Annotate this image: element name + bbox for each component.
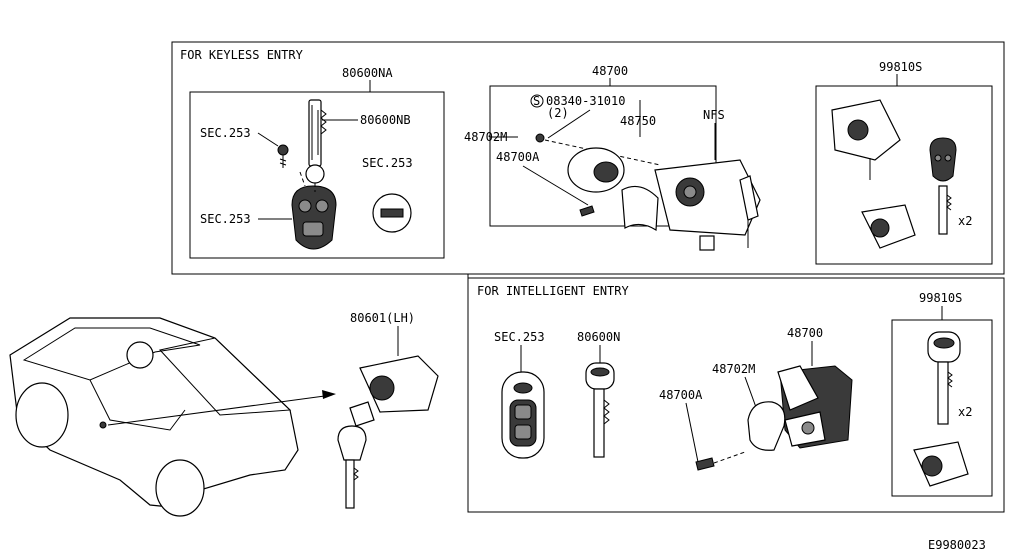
door-lock-cylinder-icon (337, 355, 439, 509)
key-set-bottom-icon (913, 331, 969, 487)
label-48700-top: 48700 (592, 64, 628, 78)
label-48702M-top: 48702M (464, 130, 507, 144)
key-set-top-icon (831, 99, 957, 249)
svg-text:S: S (533, 94, 540, 108)
label-sec253-screw: SEC.253 (200, 126, 251, 140)
smart-key-icon (501, 371, 545, 459)
emergency-key-icon (585, 362, 615, 458)
label-80600N: 80600N (577, 330, 620, 344)
label-sec253-battery: SEC.253 (362, 156, 413, 170)
label-sec253-intelligent: SEC.253 (494, 330, 545, 344)
label-80600NA: 80600NA (342, 66, 393, 80)
label-80601-lh: 80601(LH) (350, 311, 415, 325)
leader-arrow (107, 394, 333, 426)
battery-icon (372, 193, 412, 233)
label-48700A-intelligent: 48700A (659, 388, 703, 402)
intelligent-entry-frame (467, 277, 1005, 513)
blade-key-icon (305, 99, 327, 184)
label-nfs: NFS (703, 108, 725, 122)
diagram-code: E9980023 (928, 538, 986, 552)
screw-icon (277, 144, 289, 168)
ignition-subframe (489, 85, 717, 227)
label-80600NB: 80600NB (360, 113, 411, 127)
label-48702M-intelligent: 48702M (712, 362, 755, 376)
car-icon (9, 317, 299, 517)
keyless-entry-title: FOR KEYLESS ENTRY (180, 48, 304, 62)
label-99810S-intelligent: 99810S (919, 291, 962, 305)
label-x2-top: x2 (958, 214, 972, 228)
label-48750: 48750 (620, 114, 656, 128)
label-sec253-fob: SEC.253 (200, 212, 251, 226)
key-fob-icon (291, 185, 337, 250)
label-x2-intelligent: x2 (958, 405, 972, 419)
ignition-knob-icon (695, 365, 853, 471)
label-08340-31010: 08340-31010 (546, 94, 625, 108)
s-symbol-icon: S (530, 94, 544, 108)
label-48700A-top: 48700A (496, 150, 540, 164)
label-99810S-top: 99810S (879, 60, 922, 74)
key-fob-subframe (189, 91, 445, 259)
label-48700-intelligent: 48700 (787, 326, 823, 340)
label-qty-2: (2) (547, 106, 569, 120)
99810s-top-subframe (815, 85, 993, 265)
intelligent-entry-title: FOR INTELLIGENT ENTRY (477, 284, 629, 298)
keyless-entry-frame (171, 41, 1005, 275)
ignition-switch-icon (535, 133, 761, 251)
